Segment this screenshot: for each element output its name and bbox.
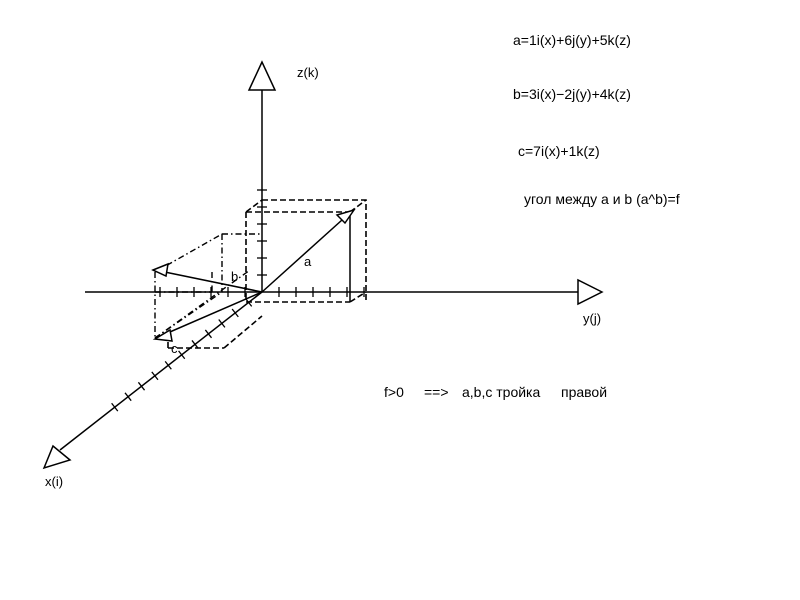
y-axis [85,278,604,306]
axis-tick [164,360,172,370]
axis-tick [191,340,199,349]
axis-tick [137,381,146,391]
z-axis-ticks [257,189,267,276]
axis-tick [218,319,226,328]
conclusion-statement: a,b,c тройка [462,384,540,400]
y-axis-ticks [159,287,365,297]
vector-b-arrowhead [151,262,169,278]
x-axis [42,291,263,470]
vector-b: b [151,262,263,293]
axis-tick [178,350,186,360]
vector-c-projection-box [167,315,263,349]
axis-tick [231,308,239,318]
z-axis [247,60,277,292]
conclusion-result: правой [561,384,607,400]
axis-tick [204,329,213,339]
x-axis-ticks [111,298,253,412]
vector-c-label: c [171,341,178,356]
axis-tick [124,392,132,402]
x-axis-label: x(i) [45,474,63,489]
vector-c-arrowhead [152,328,173,342]
y-axis-label: y(j) [583,311,601,326]
equation-b: b=3i(x)−2j(y)+4k(z) [513,86,631,102]
vector-a: a [261,208,356,293]
equation-a: a=1i(x)+6j(y)+5k(z) [513,32,631,48]
angle-definition: угол между а и b (a^b)=f [524,191,680,207]
x-axis-arrowhead [42,444,72,470]
equation-c: c=7i(x)+1k(z) [518,143,600,159]
z-axis-arrowhead [247,60,277,91]
vector-b-label: b [231,269,238,284]
conclusion-condition: f>0 [384,384,404,400]
z-axis-label: z(k) [297,65,319,80]
y-axis-arrowhead [577,278,604,306]
vector-a-arrowhead [335,208,356,225]
vector-a-label: a [304,254,312,269]
conclusion-arrow: ==> [424,384,449,400]
vector-c: c [152,291,263,356]
axis-tick [111,402,119,412]
axis-tick [151,371,159,381]
